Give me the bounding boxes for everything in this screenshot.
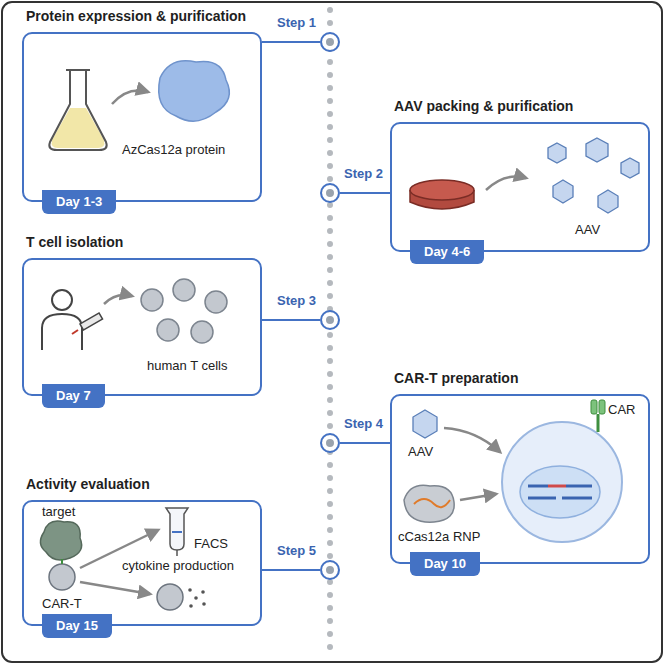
step-marker: Step 2 — [320, 183, 340, 203]
day-label: Day 4-6 — [424, 244, 470, 259]
aav-particle — [413, 410, 437, 438]
panel-label: target — [42, 504, 75, 520]
arrow — [112, 91, 148, 105]
target-cell — [40, 521, 81, 560]
day-label: Day 7 — [56, 388, 91, 403]
step-label: Step 2 — [344, 166, 383, 181]
step-connector — [262, 569, 320, 571]
panel-label: AzCas12a protein — [122, 142, 225, 158]
day-label: Day 1-3 — [56, 194, 102, 209]
day-tab: Day 4-6 — [410, 240, 484, 264]
step-label: Step 1 — [277, 15, 316, 30]
step-marker: Step 5 — [320, 560, 340, 580]
day-tab: Day 7 — [42, 384, 105, 408]
step-connector — [340, 442, 390, 444]
panel-title: CAR-T preparation — [394, 370, 518, 386]
panel-title: AAV packing & purification — [394, 98, 573, 114]
panel-label: cytokine production — [122, 558, 234, 574]
step-panel: Protein expression & purificationAzCas12… — [22, 32, 262, 202]
panel-label: cCas12a RNP — [398, 529, 480, 545]
day-tab: Day 1-3 — [42, 190, 116, 214]
car-t-cell — [49, 564, 75, 590]
culture-dish — [410, 180, 474, 209]
step-panel: Activity evaluationtargetFACScytokine pr… — [22, 500, 262, 626]
panel-label: human T cells — [147, 358, 227, 374]
arrow — [104, 295, 132, 304]
step-marker: Step 4 — [320, 433, 340, 453]
car-stem — [61, 559, 63, 564]
facs-tube — [166, 508, 188, 556]
timeline — [327, 10, 333, 654]
arrow — [486, 177, 526, 191]
day-label: Day 15 — [56, 618, 98, 633]
day-tab: Day 10 — [410, 552, 480, 576]
nucleus — [520, 466, 600, 518]
step-label: Step 3 — [277, 293, 316, 308]
person-icon — [42, 290, 82, 350]
t-cells — [141, 279, 227, 343]
flask-icon — [49, 70, 106, 150]
syringe-icon — [72, 313, 103, 334]
day-tab: Day 15 — [42, 614, 112, 638]
car-receptor — [591, 400, 605, 432]
panel-title: Protein expression & purification — [26, 8, 246, 24]
panel-title: Activity evaluation — [26, 476, 150, 492]
arrow — [460, 494, 496, 500]
aav-particles — [548, 138, 639, 213]
cytokine-cell — [157, 584, 206, 610]
step-panel: T cell isolationhuman T cellsDay 7 — [22, 258, 262, 396]
step-panel: CAR-T preparationAAVCARcCas12a RNPDay 10 — [390, 394, 650, 564]
step-marker: Step 1 — [320, 32, 340, 52]
step-connector — [262, 319, 320, 321]
rnp-icon — [404, 485, 454, 522]
day-label: Day 10 — [424, 556, 466, 571]
protein-blob — [159, 61, 230, 121]
step-label: Step 5 — [277, 543, 316, 558]
dna — [528, 486, 592, 498]
panel-label: CAR — [608, 402, 635, 418]
panel-label: FACS — [194, 536, 228, 552]
step-connector — [340, 192, 390, 194]
panel-label: AAV — [575, 222, 600, 238]
panel-label: AAV — [408, 444, 433, 460]
step-label: Step 4 — [344, 416, 383, 431]
panel-label: CAR-T — [42, 596, 82, 612]
panel-title: T cell isolation — [26, 234, 123, 250]
step-panel: AAV packing & purificationAAVDay 4-6 — [390, 122, 650, 252]
step-connector — [262, 41, 320, 43]
step-marker: Step 3 — [320, 310, 340, 330]
t-cell — [502, 422, 622, 542]
arrow — [444, 428, 500, 452]
arrow — [80, 582, 150, 594]
